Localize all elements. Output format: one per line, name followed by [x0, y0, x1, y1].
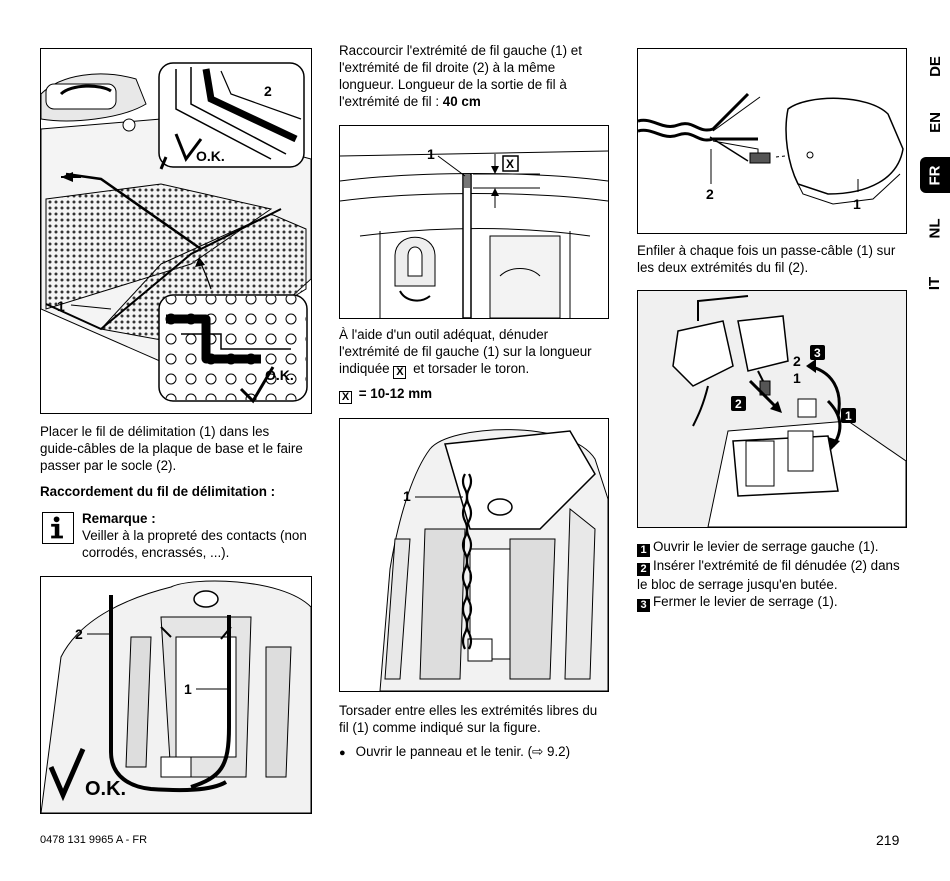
figure-wire-strip: X 1	[339, 125, 609, 319]
fig1-ok-top: O.K.	[196, 148, 225, 164]
note-title: Remarque :	[82, 511, 156, 526]
para-place-wire: Placer le fil de délimitation (1) dans l…	[40, 424, 303, 473]
fig1-ok-bottom: O.K.	[265, 367, 294, 383]
fig5-label-2: 2	[706, 186, 714, 202]
fig6-step-1: 1	[845, 409, 852, 423]
dimension-x-icon: X	[393, 366, 407, 379]
note-text: Veiller à la propreté des contacts (non …	[82, 528, 307, 560]
fig3-label-1: 1	[427, 146, 435, 162]
step-number-icon: 1	[637, 544, 650, 557]
tab-fr[interactable]: FR	[920, 157, 950, 193]
tab-nl[interactable]: NL	[926, 218, 944, 238]
step-number-icon: 3	[637, 599, 650, 612]
bullet-open-panel: ●Ouvrir le panneau et le tenir. (⇨ 9.2)	[339, 744, 571, 759]
fig6-step-2: 2	[735, 397, 742, 411]
fig6-label-2: 2	[793, 353, 801, 369]
figure-clamp-block: 2 1 3 2 1	[637, 290, 907, 528]
tab-en[interactable]: EN	[926, 111, 944, 133]
step-number-icon: 2	[637, 563, 650, 576]
fig6-step-3: 3	[814, 346, 821, 360]
fig2-label-1: 1	[184, 681, 192, 697]
figure-wire-guides: 2 O.K. O.K. 1	[40, 48, 312, 414]
figure-cable-sleeve: 2 1	[637, 48, 907, 234]
para-strip-wire: À l'aide d'un outil adéquat, dénuder l'e…	[339, 327, 592, 379]
figure-wire-ok: 2 1 O.K.	[40, 576, 312, 814]
wire-length-value: 40 cm	[442, 94, 481, 109]
fig2-ok: O.K.	[85, 778, 126, 800]
figure-twist-wire: 1	[339, 418, 609, 692]
fig4-label-1: 1	[403, 488, 411, 504]
fig1-label-1: 1	[57, 298, 65, 314]
spec-strip-length: X = 10-12 mm	[339, 385, 432, 404]
tab-it[interactable]: IT	[926, 276, 944, 290]
tab-de[interactable]: DE	[926, 55, 944, 77]
fig2-label-2: 2	[75, 626, 83, 642]
doc-number: 0478 131 9965 A - FR	[40, 834, 148, 846]
page-number: 219	[876, 832, 900, 848]
info-icon	[42, 512, 74, 544]
heading-connection: Raccordement du fil de délimitation :	[40, 484, 276, 499]
fig1-label-2: 2	[264, 83, 272, 99]
para-sleeve: Enfiler à chaque fois un passe-câble (1)…	[637, 243, 896, 275]
para-shorten: Raccourcir l'extrémité de fil gauche (1)…	[339, 43, 582, 109]
fig6-label-1: 1	[793, 370, 801, 386]
fig5-label-1: 1	[853, 196, 861, 212]
para-twist: Torsader entre elles les extrémités libr…	[339, 703, 598, 735]
dimension-x-icon: X	[339, 391, 352, 404]
fig3-label-x: X	[506, 157, 514, 171]
